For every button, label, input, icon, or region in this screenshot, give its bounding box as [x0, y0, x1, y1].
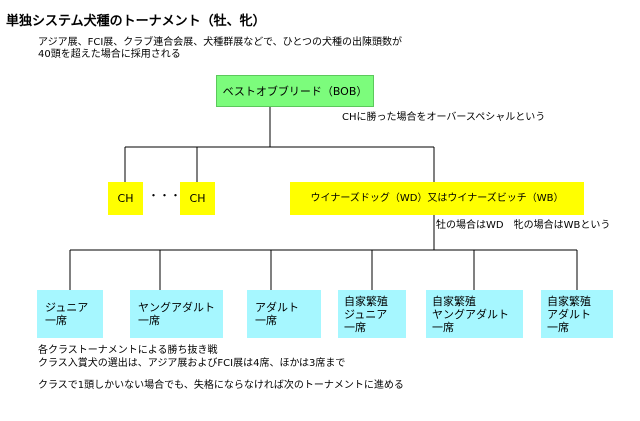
class-line: 一席 — [547, 320, 569, 334]
class-line: ヤングアダルト — [432, 307, 509, 321]
winners-note: 牡の場合はWD 牝の場合はWBという — [436, 220, 611, 231]
bob-box: ベストオブブリード（BOB） — [216, 75, 374, 107]
class-line: ジュニア — [344, 307, 388, 321]
class-line: 自家繁殖 — [344, 294, 388, 308]
ch-label-2: CH — [189, 192, 206, 205]
footer-line-3: クラスで1頭しかいない場合でも、失格にならなければ次のトーナメントに進める — [38, 380, 404, 391]
bob-label: ベストオブブリード（BOB） — [222, 84, 368, 98]
class-box-young-adult: ヤングアダルト 一席 — [130, 290, 223, 338]
class-line: 一席 — [432, 320, 454, 334]
class-line: 一席 — [344, 320, 366, 334]
class-box-junior: ジュニア 一席 — [37, 290, 103, 338]
class-box-home-adult: 自家繁殖 アダルト 一席 — [541, 290, 613, 338]
class-line: 一席 — [45, 314, 67, 327]
page-title: 単独システム犬種のトーナメント（牡、牝） — [6, 14, 266, 29]
class-line: アダルト — [255, 301, 299, 314]
class-line: 自家繁殖 — [432, 294, 476, 308]
class-box-home-junior: 自家繁殖 ジュニア 一席 — [338, 290, 406, 338]
class-line: アダルト — [547, 307, 591, 321]
bob-note: CHに勝った場合をオーバースペシャルという — [342, 112, 546, 123]
class-box-home-young-adult: 自家繁殖 ヤングアダルト 一席 — [426, 290, 523, 338]
footer-line-1: 各クラストーナメントによる勝ち抜き戦 — [38, 345, 218, 356]
footer-line-2: クラス入賞犬の選出は、アジア展およびFCI展は4席、ほかは3席まで — [38, 358, 346, 369]
class-line: 自家繁殖 — [547, 294, 591, 308]
intro-line-2: 40頭を超えた場合に採用される — [38, 49, 181, 60]
winners-box: ウイナーズドッグ（WD）又はウイナーズビッチ（WB） — [290, 182, 584, 215]
intro-line-1: アジア展、FCI展、クラブ連合会展、犬種群展などで、ひとつの犬種の出陳頭数が — [38, 37, 402, 48]
class-line: ヤングアダルト — [138, 301, 215, 314]
ch-label-1: CH — [117, 192, 134, 205]
class-line: 一席 — [138, 314, 160, 327]
ch-box-1: CH — [108, 182, 143, 215]
class-line: ジュニア — [45, 301, 89, 314]
class-box-adult: アダルト 一席 — [247, 290, 321, 338]
class-line: 一席 — [255, 314, 277, 327]
winners-label: ウイナーズドッグ（WD）又はウイナーズビッチ（WB） — [310, 193, 564, 204]
ch-box-2: CH — [180, 182, 215, 215]
